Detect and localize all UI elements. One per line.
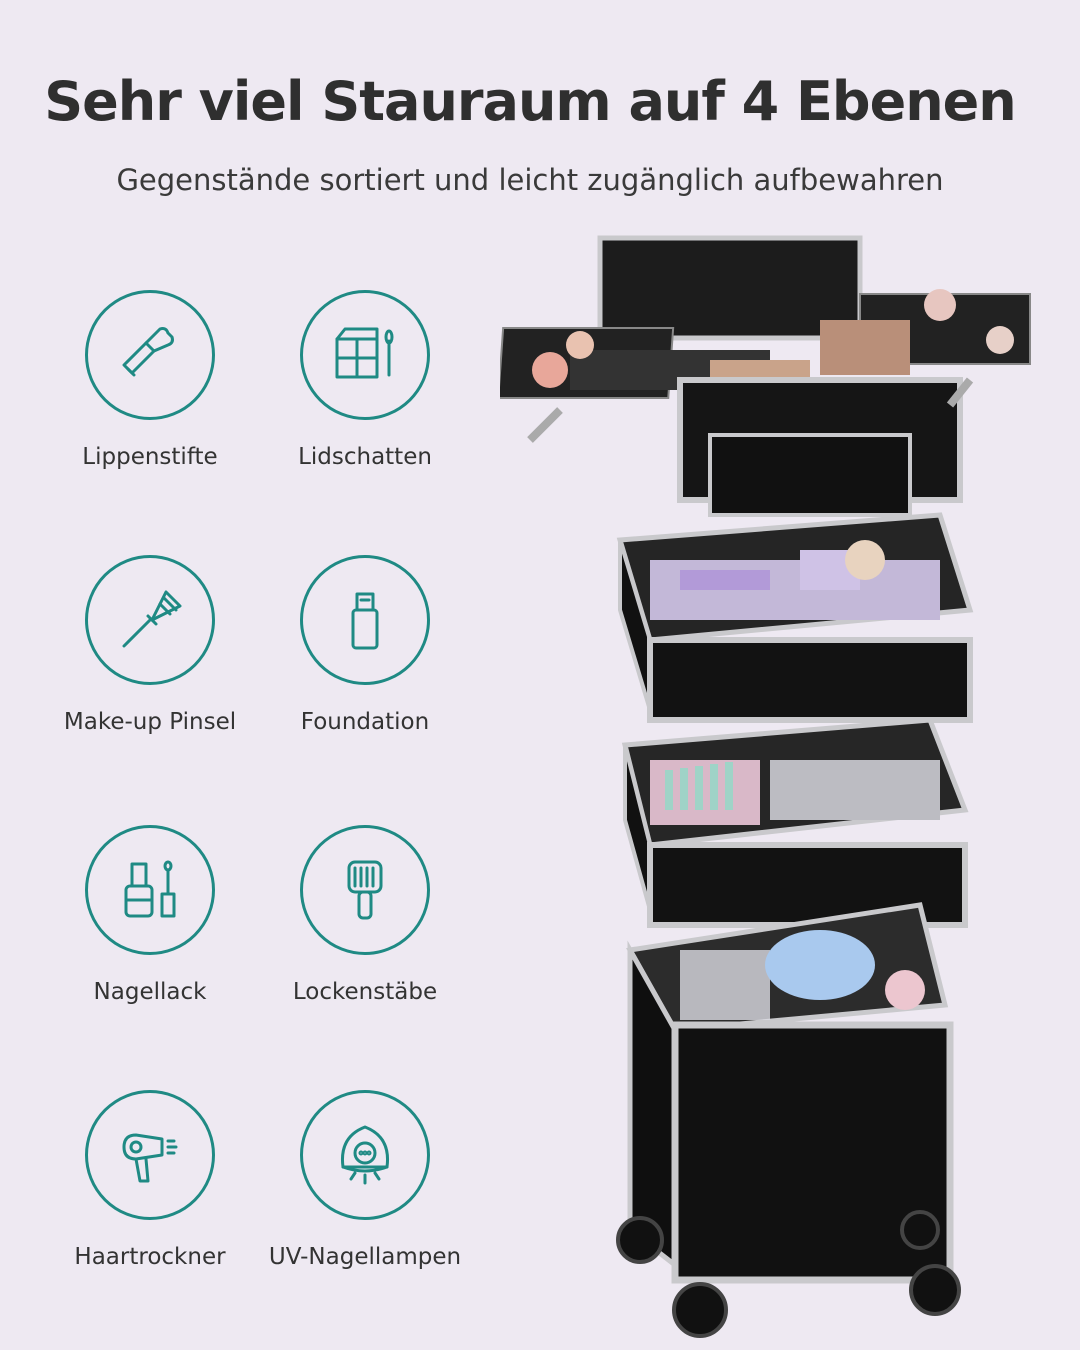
feature-eyeshadow: Lidschatten <box>255 290 475 470</box>
case-tier-top <box>500 235 1031 517</box>
feature-nail-polish: Nagellack <box>40 825 260 1005</box>
lipstick-icon <box>122 327 174 377</box>
feature-label: UV-Nagellampen <box>268 1244 462 1270</box>
page-subtitle: Gegenstände sortiert und leicht zugängli… <box>116 163 944 197</box>
feature-uv-lamp: UV-Nagellampen <box>255 1090 475 1270</box>
eyeshadow-icon <box>335 327 394 379</box>
hair-dryer-icon <box>122 1133 178 1183</box>
feature-label: Lidschatten <box>298 444 432 470</box>
feature-label: Lippenstifte <box>82 444 218 470</box>
feature-label: Foundation <box>300 709 430 735</box>
foundation-bottle-icon <box>351 592 379 650</box>
feature-label: Nagellack <box>93 979 207 1005</box>
feature-label: Haartrockner <box>74 1244 226 1270</box>
case-tier-bottom <box>616 902 961 1338</box>
feature-curling-iron: Lockenstäbe <box>255 825 475 1005</box>
feature-makeup-brush: Make-up Pinsel <box>40 555 260 735</box>
feature-lipstick: Lippenstifte <box>40 290 260 470</box>
feature-hair-dryer: Haartrockner <box>40 1090 260 1270</box>
case-tier-3 <box>621 717 969 928</box>
feature-foundation: Foundation <box>255 555 475 735</box>
page-title: Sehr viel Stauraum auf 4 Ebenen <box>44 70 1016 133</box>
makeup-brush-icon <box>122 590 182 648</box>
nail-polish-icon <box>124 860 176 918</box>
case-tier-2 <box>616 512 974 723</box>
uv-nail-lamp-icon <box>340 1125 390 1185</box>
feature-label: Lockenstäbe <box>292 979 438 1005</box>
feature-label: Make-up Pinsel <box>63 709 237 735</box>
trolley-case-image <box>500 235 1031 1338</box>
hair-brush-icon <box>347 860 383 920</box>
